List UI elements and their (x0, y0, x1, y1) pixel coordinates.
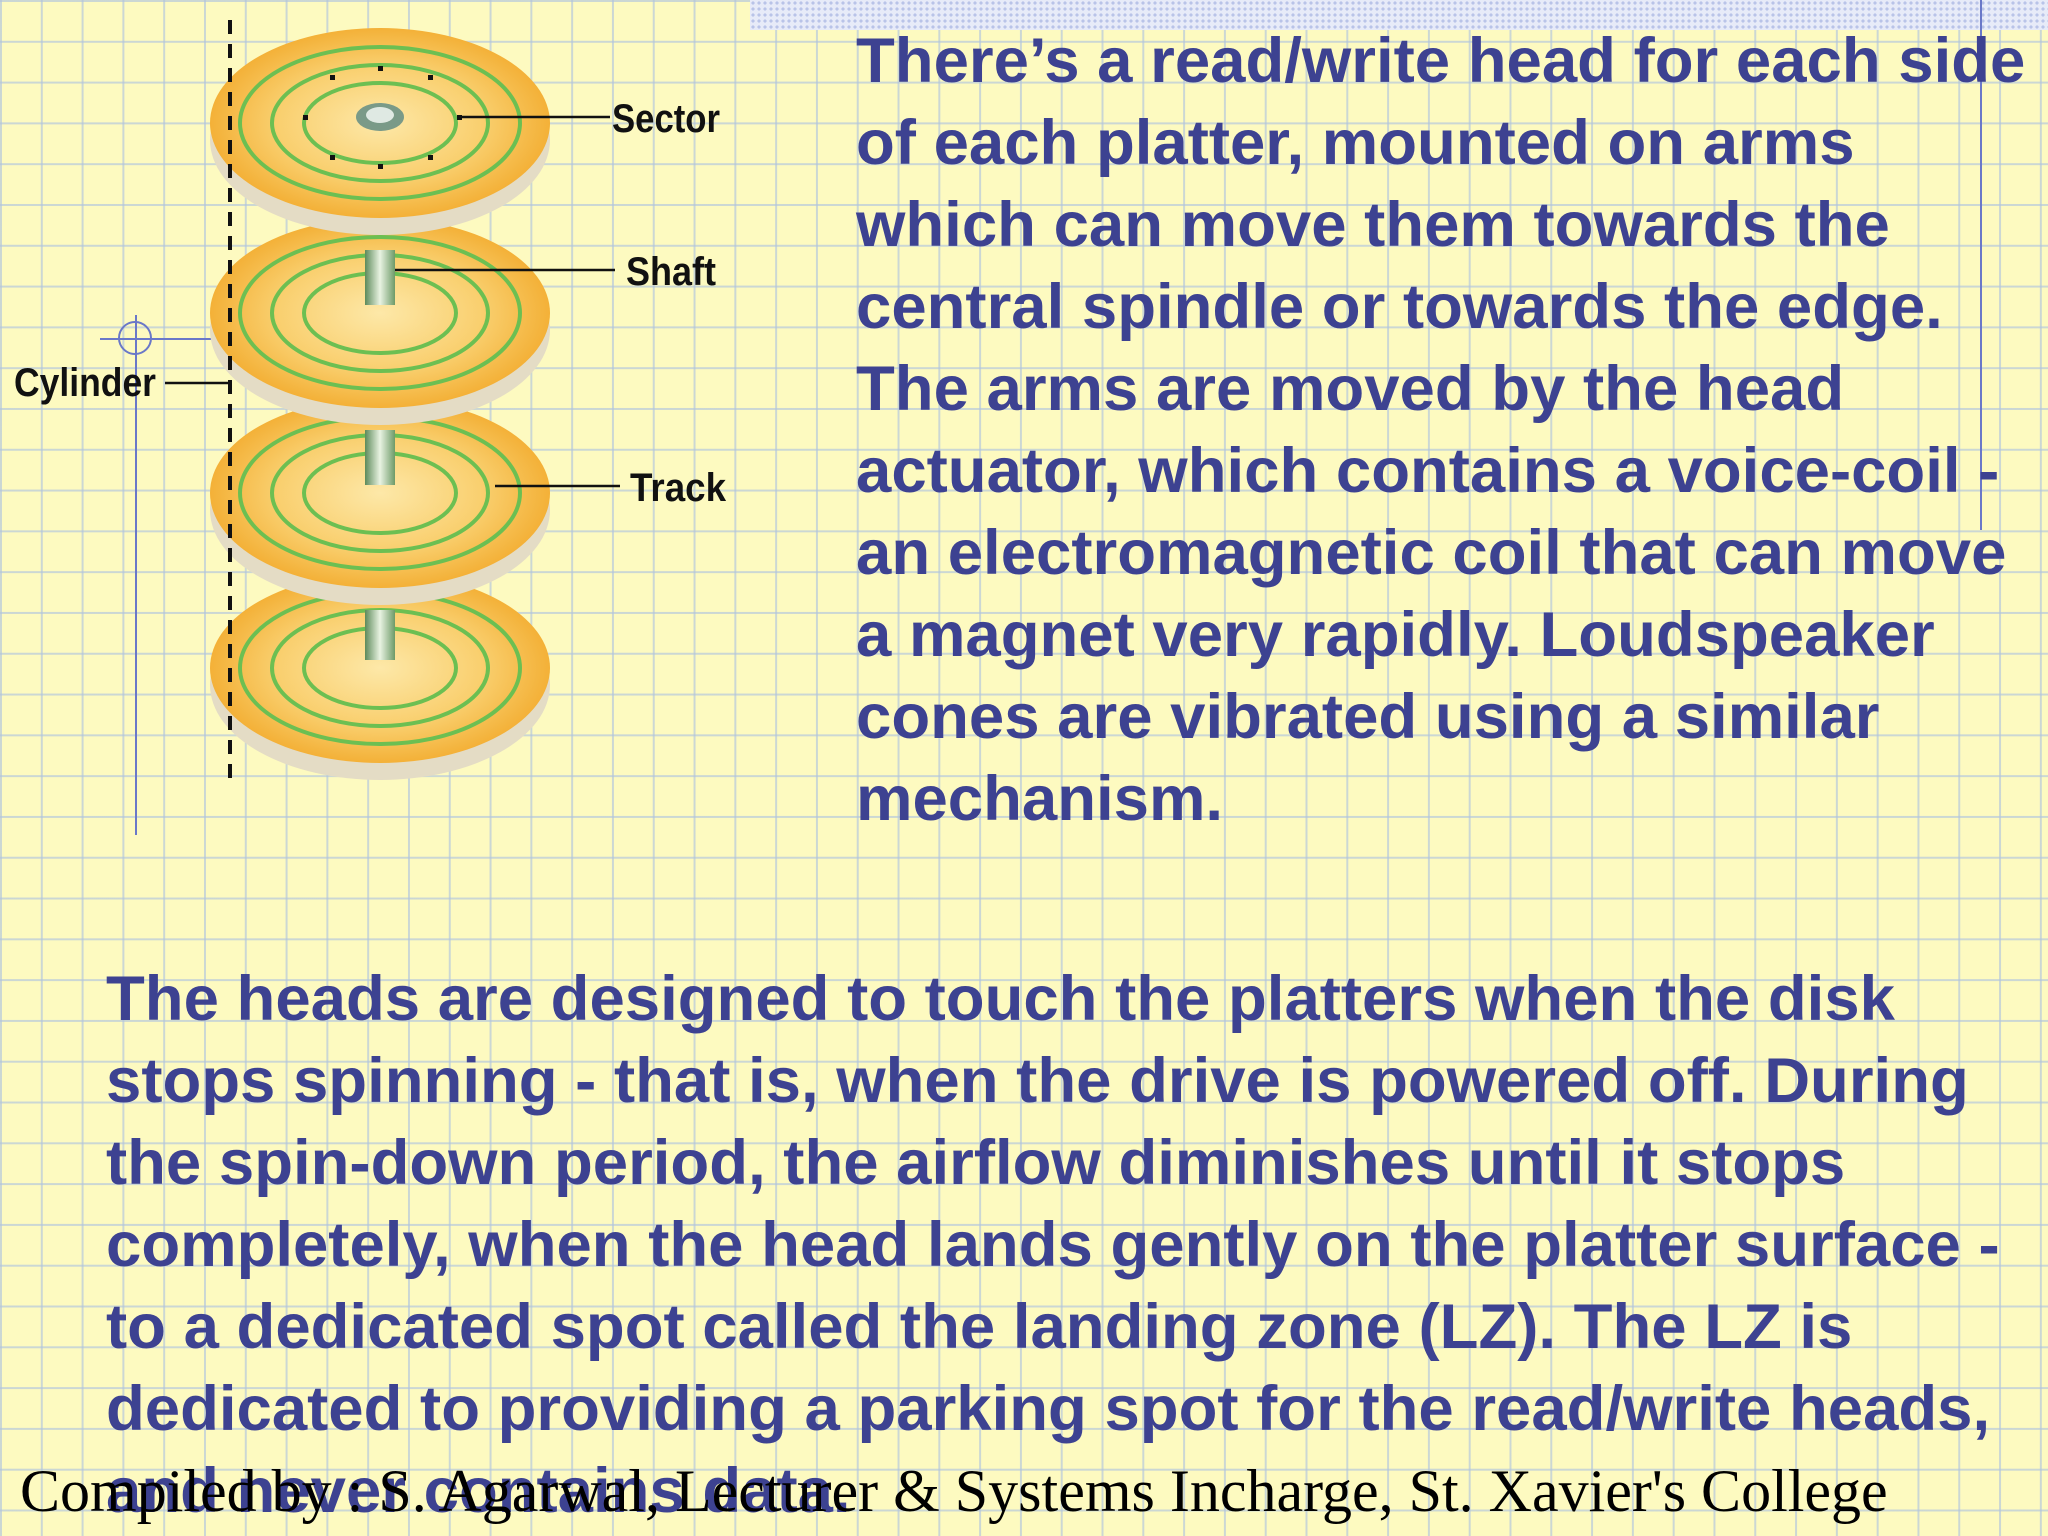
decorative-top-strip (750, 0, 2048, 30)
track-label: Track (630, 466, 727, 510)
footer-credit: Compiled by : S. Agarwal, Lecturer & Sys… (20, 1458, 1888, 1524)
shaft-label: Shaft (626, 250, 716, 294)
platter-third (210, 398, 550, 605)
guide-line-right (1980, 0, 1982, 530)
disk-platter-diagram: Sector Shaft Cylinder Track (14, 20, 727, 780)
landing-zone-paragraph: The heads are designed to touch the plat… (106, 964, 2000, 1526)
sector-label: Sector (612, 97, 720, 141)
guide-crosshair (118, 321, 152, 355)
platter-second (210, 218, 550, 425)
guide-line-horizontal (100, 338, 220, 340)
read-write-head-paragraph: There’s a read/write head for each side … (856, 26, 2026, 834)
platter-top (210, 28, 550, 235)
guide-line-left (135, 315, 137, 835)
cylinder-label: Cylinder (14, 361, 156, 405)
sector-markers (303, 66, 462, 169)
